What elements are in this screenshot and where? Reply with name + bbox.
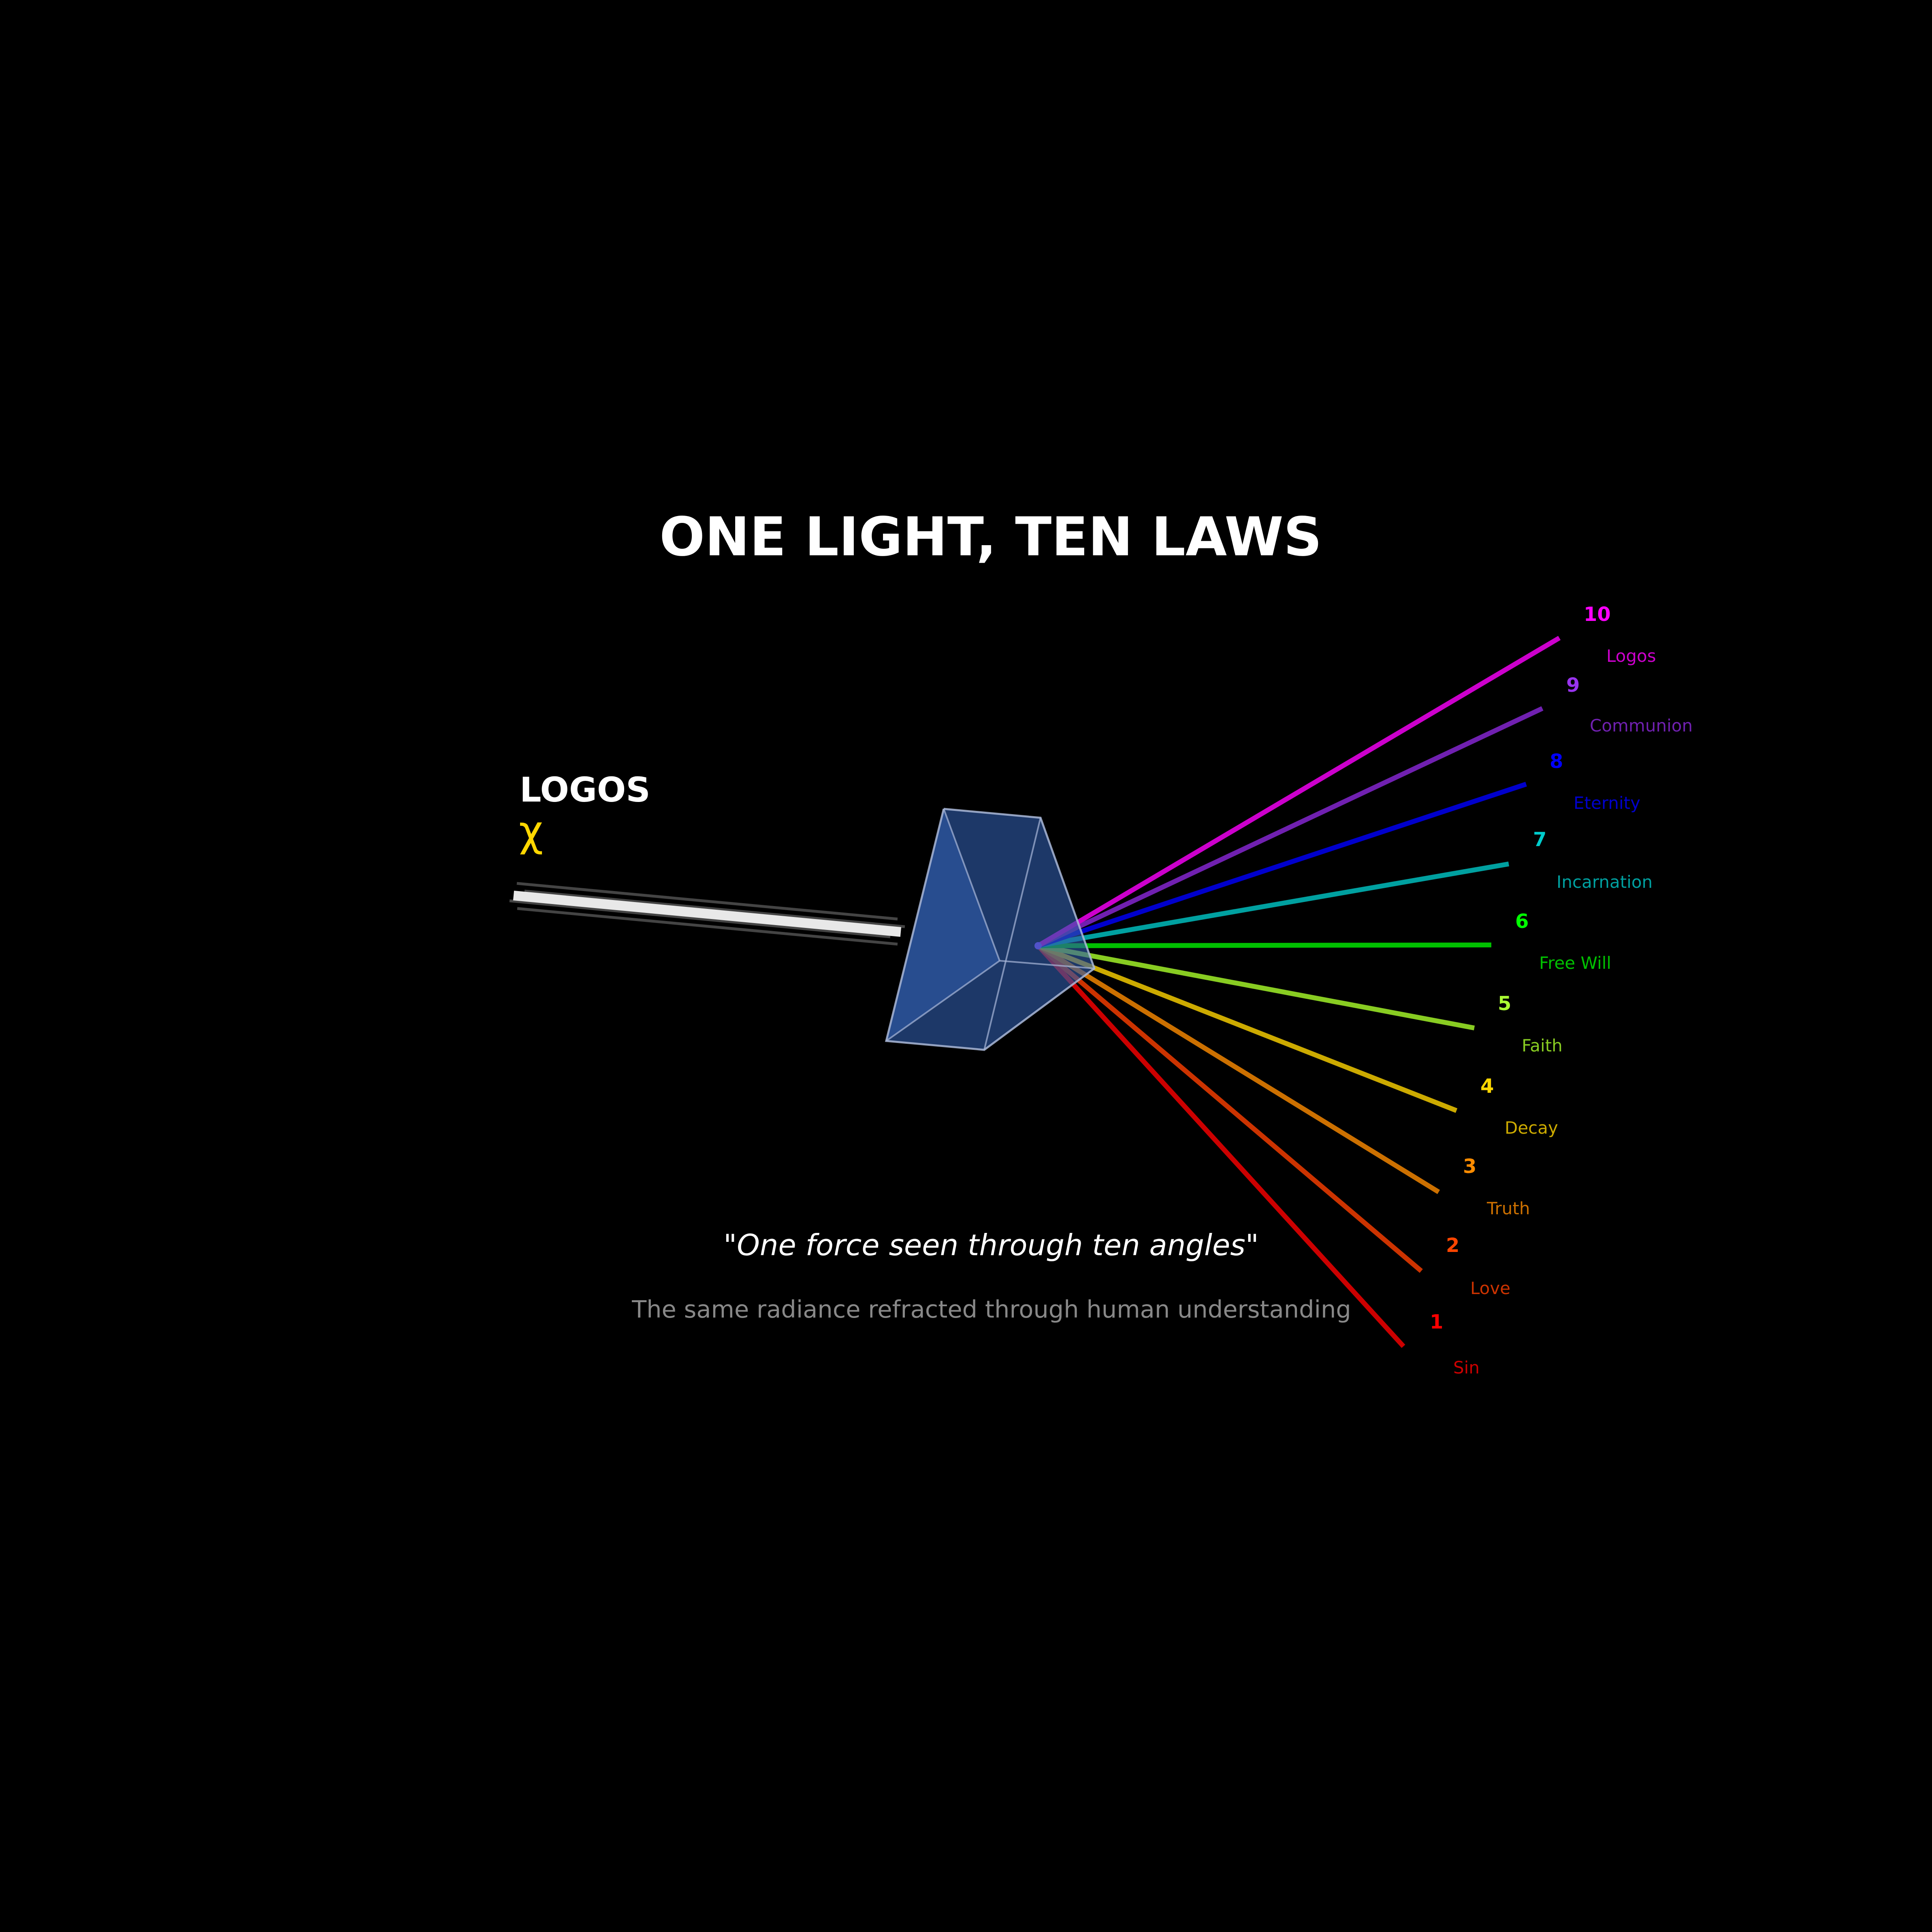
ray-name: Communion <box>1590 716 1693 736</box>
subtitle: The same radiance refracted through huma… <box>631 1295 1351 1323</box>
prism-face <box>886 809 1094 1050</box>
prism-edge <box>943 808 1000 961</box>
ray-name: Free Will <box>1539 953 1611 973</box>
ray-6 <box>1038 943 1492 948</box>
ray-name: Sin <box>1453 1358 1480 1378</box>
ray-number: 1 <box>1430 1311 1443 1333</box>
ray-number: 3 <box>1463 1155 1476 1178</box>
beam-edge-line <box>517 907 898 946</box>
ray-name: Incarnation <box>1557 872 1653 892</box>
ray-name: Truth <box>1486 1198 1530 1218</box>
refracted-rays <box>1034 635 1561 1348</box>
ray-number: 10 <box>1584 603 1611 626</box>
source-label: LOGOS <box>520 770 650 810</box>
ray-number: 2 <box>1446 1234 1459 1257</box>
ray-name: Logos <box>1606 646 1656 666</box>
beam-edge-line <box>509 899 891 938</box>
prism-edge <box>983 817 1041 1050</box>
ray-number: 9 <box>1566 674 1580 697</box>
beam-edge-line <box>516 882 898 921</box>
ray-number: 4 <box>1480 1075 1494 1098</box>
light-beam <box>509 882 905 946</box>
ray-10 <box>1036 635 1561 948</box>
ray-number: 7 <box>1533 828 1546 851</box>
beam-core <box>513 891 902 937</box>
ray-name: Love <box>1470 1278 1510 1298</box>
prism-edge <box>885 960 1000 1042</box>
ray-4 <box>1037 943 1458 1113</box>
ray-2 <box>1036 944 1423 1273</box>
ray-1 <box>1036 944 1405 1348</box>
ray-5 <box>1037 943 1475 1030</box>
beam-edge-line <box>524 889 905 928</box>
ray-number: 5 <box>1498 992 1511 1015</box>
quote: "One force seen through ten angles" <box>723 1228 1259 1262</box>
ray-name: Decay <box>1505 1118 1558 1138</box>
prism <box>885 808 1096 1051</box>
ray-3 <box>1036 943 1440 1194</box>
diagram-title: ONE LIGHT, TEN LAWS <box>659 506 1322 568</box>
prism-edge <box>999 960 1095 969</box>
ray-number: 8 <box>1550 750 1563 773</box>
ray-7 <box>1037 862 1510 948</box>
ray-number: 6 <box>1515 910 1529 933</box>
prism-edges <box>885 808 1096 1051</box>
chi-symbol-icon: χ <box>519 806 543 856</box>
ray-9 <box>1037 706 1544 948</box>
ray-name: Faith <box>1522 1036 1563 1056</box>
ray-8 <box>1037 782 1527 948</box>
ray-name: Eternity <box>1574 793 1640 813</box>
